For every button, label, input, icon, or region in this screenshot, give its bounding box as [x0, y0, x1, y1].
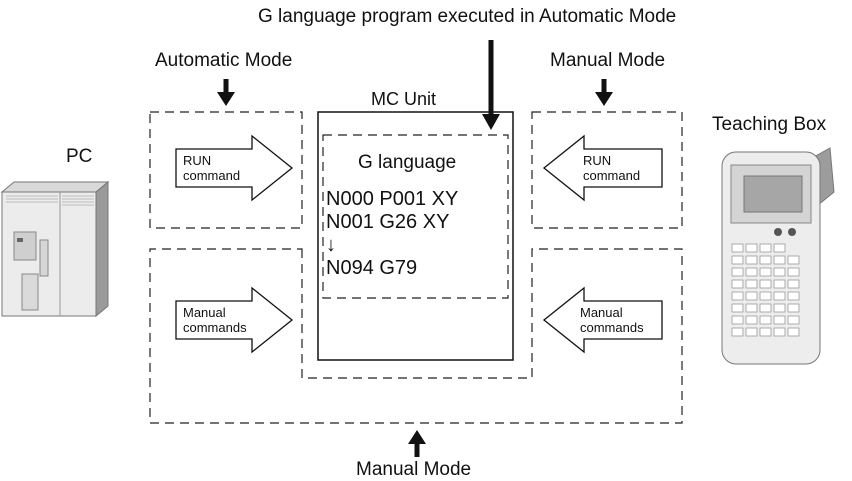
manual-mode-bottom-label: Manual Mode: [356, 459, 472, 480]
program-line-continuation: ↓: [326, 234, 336, 256]
mc-unit-box: [317, 111, 514, 361]
g-language-program-box: [322, 134, 509, 299]
manual-commands-arrow-right: [542, 286, 663, 354]
run-command-arrow-left: [175, 134, 294, 202]
down-arrow-program: [482, 40, 500, 130]
diagram-title: G language program executed in Automatic…: [258, 6, 677, 27]
run-command-arrow-right: [542, 134, 663, 202]
manual-commands-arrow-left: [175, 286, 294, 354]
program-line: N000 P001 XY: [326, 188, 459, 210]
manual-mode-top-label: Manual Mode: [550, 50, 666, 71]
manual-mode-zone-bottom: [149, 248, 683, 424]
teaching-box-illustration: [721, 147, 835, 365]
program-line: N094 G79: [326, 257, 418, 279]
pc-unit-illustration: [0, 180, 110, 318]
program-listing: N000 P001 XY N001 G26 XY ↓ N094 G79: [326, 188, 458, 280]
automatic-mode-zone-left: [149, 111, 303, 229]
pc-label: PC: [66, 146, 93, 167]
up-arrow-manual-bottom: [408, 430, 426, 457]
manual-mode-zone-right: [531, 111, 683, 229]
down-arrow-manual-top: [595, 79, 613, 106]
automatic-mode-label: Automatic Mode: [155, 50, 293, 71]
down-arrow-automatic: [217, 79, 235, 106]
g-language-heading: G language: [358, 152, 457, 173]
teaching-box-label: Teaching Box: [712, 114, 827, 135]
program-line: N001 G26 XY: [326, 211, 450, 233]
mc-unit-label: MC Unit: [371, 89, 437, 109]
